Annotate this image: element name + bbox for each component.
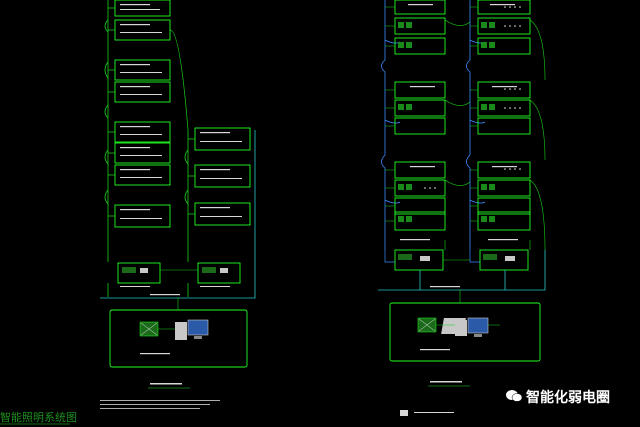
watermark-text: 智能化弱电圈 <box>526 390 610 406</box>
diagram-title: 智能照明系统图 <box>0 411 77 424</box>
left-panel <box>104 0 189 297</box>
left-gateway-row <box>117 262 241 284</box>
right-control-room <box>389 290 541 362</box>
right-modules-colA <box>394 0 446 231</box>
right-panel-wires <box>381 0 486 250</box>
wechat-icon <box>506 390 523 402</box>
left-bus-wiggle <box>104 19 109 205</box>
left-modules-col2 <box>194 127 251 226</box>
right-gateway-row <box>384 240 531 271</box>
left-control-room <box>109 298 248 368</box>
left-modules-col1 <box>114 0 171 228</box>
right-modules-colB <box>477 0 531 231</box>
